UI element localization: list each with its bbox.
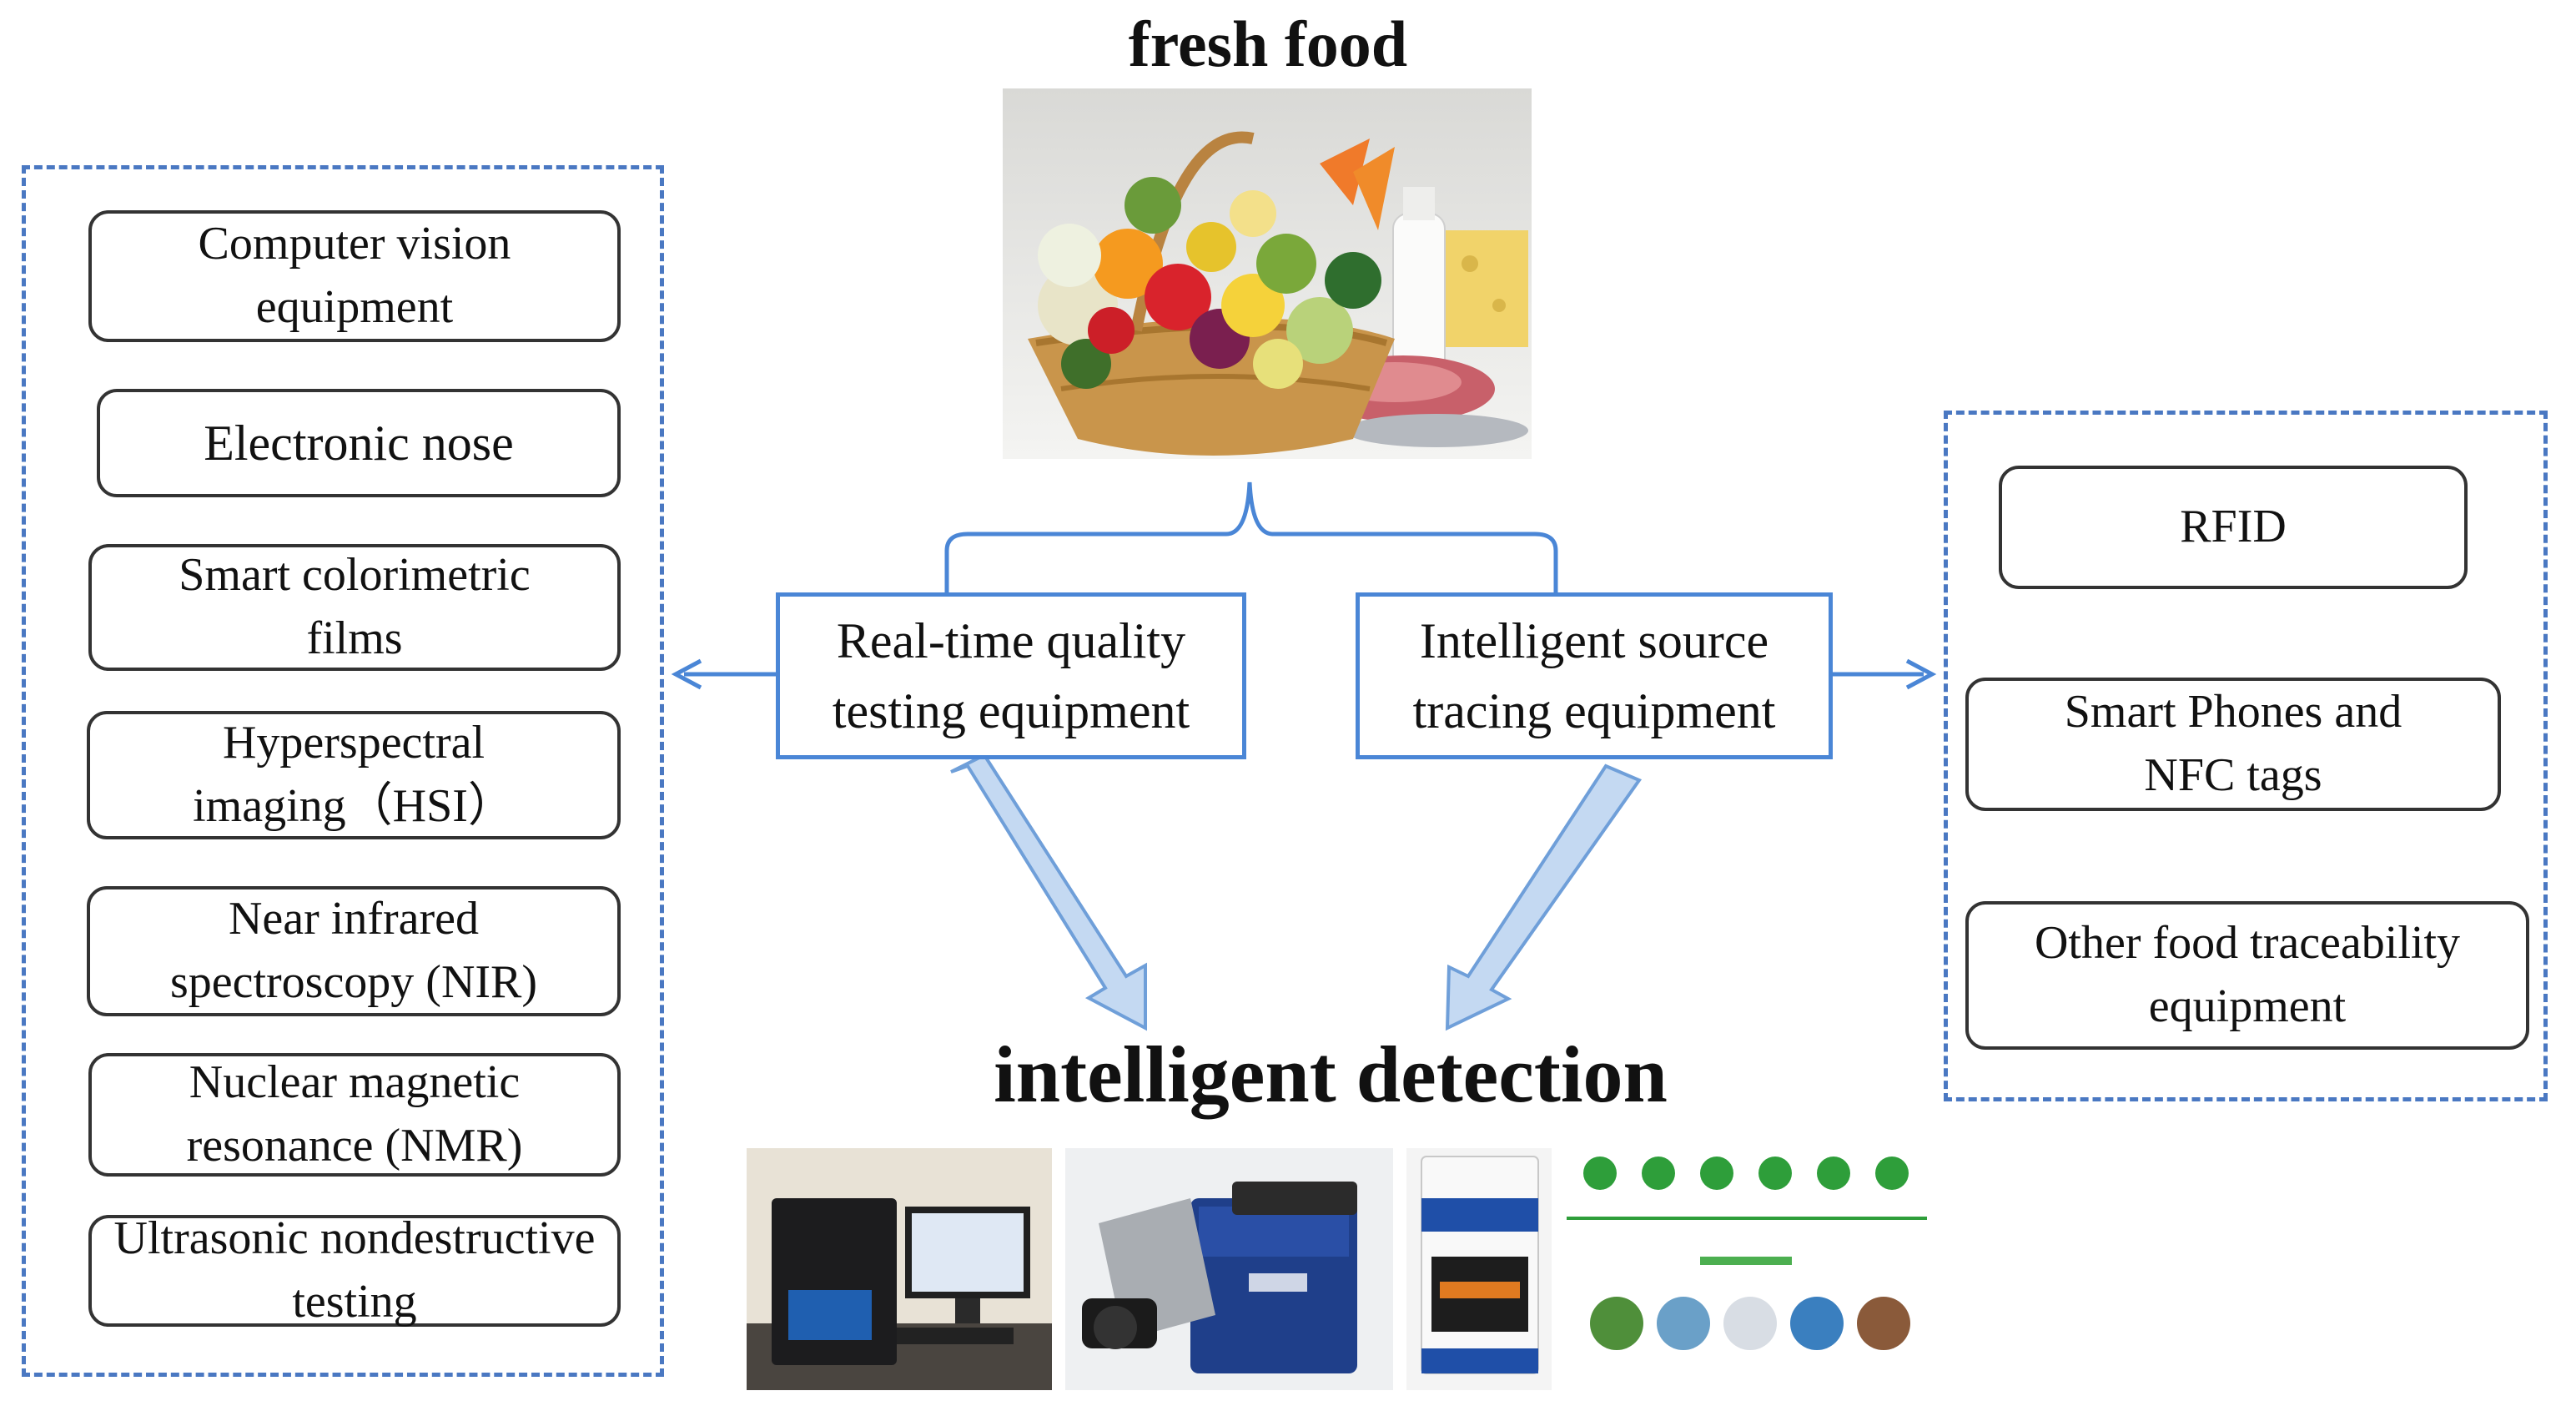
trace-item-nfc: Smart Phones and NFC tags [1965,678,2501,811]
source-tracing-label: Intelligent source tracing equipment [1412,613,1776,738]
quality-testing-group [22,165,664,1377]
equipment-photo-nmr [1406,1148,1552,1390]
tech-item-computer-vision: Computer vision equipment [88,210,621,342]
equipment-photo-traceability-app [1567,1148,1927,1390]
down-arrow-left [950,753,1147,1031]
real-time-quality-box: Real-time quality testing equipment [776,592,1246,759]
equipment-photo-hyperspectral [1065,1148,1393,1390]
tech-item-nmr: Nuclear magnetic resonance (NMR) [88,1053,621,1177]
tech-item-ultrasonic: Ultrasonic nondestructive testing [88,1212,621,1328]
trace-item-rfid: RFID [1999,466,2468,589]
tech-item-electronic-nose: Electronic nose [97,389,621,497]
down-arrow-right [1445,763,1643,1031]
fresh-food-image [1003,88,1532,459]
equipment-photo-computer [747,1148,1052,1390]
tech-item-nir: Near infrared spectroscopy (NIR) [87,886,621,1016]
top-title: fresh food [1128,8,1408,80]
tech-item-hsi: Hyperspectral imaging（HSI） [87,711,621,839]
real-time-quality-label: Real-time quality testing equipment [832,613,1190,738]
trace-item-other: Other food traceability equipment [1965,901,2529,1050]
source-tracing-group [1944,411,2548,1101]
brace-connector [944,481,1558,592]
tech-item-colorimetric-films: Smart colorimetric films [88,544,621,671]
bottom-title: intelligent detection [994,1030,1668,1119]
source-tracing-box: Intelligent source tracing equipment [1356,592,1833,759]
